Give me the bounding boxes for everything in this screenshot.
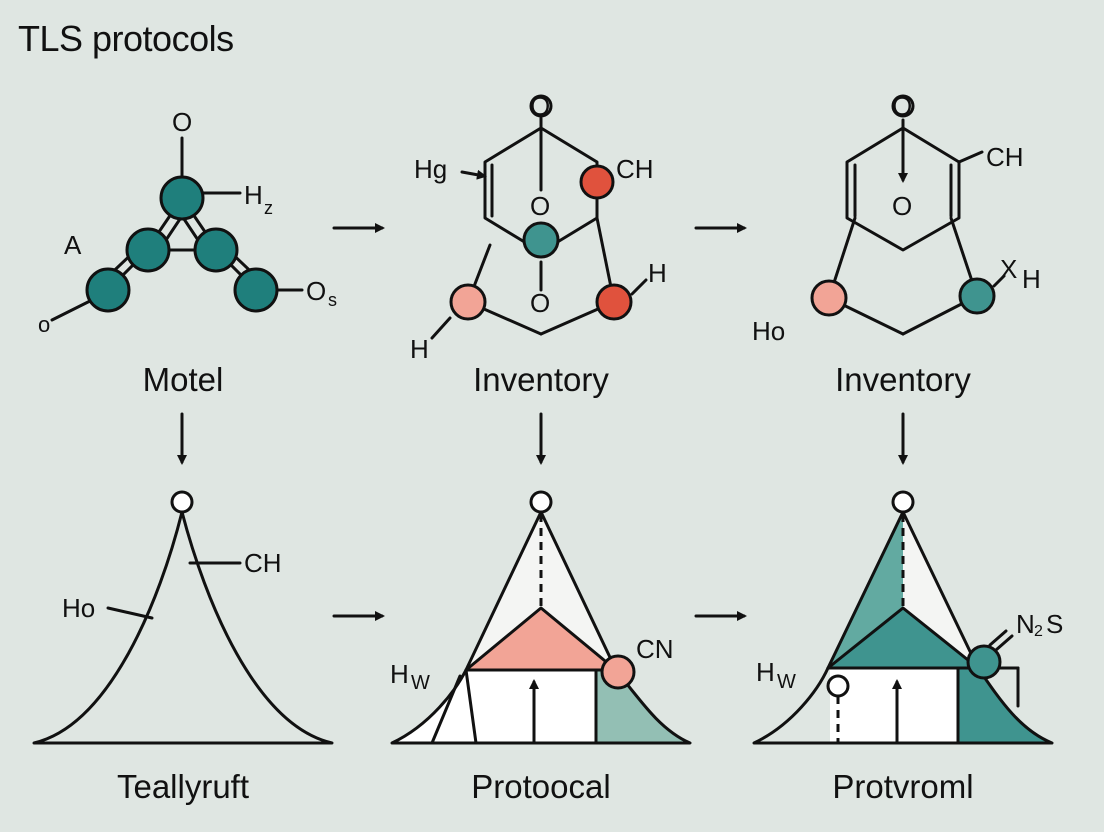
page-title: TLS protocols [18,18,234,59]
bond-line [106,606,154,620]
panel-caption-inventory-2: Inventory [835,361,971,398]
atom-node [449,283,487,321]
atom-label: Ho [752,316,785,346]
arrow-right [460,169,487,180]
atom-node [233,267,279,313]
atom-label: O [530,288,550,318]
atom-node [966,644,1002,680]
atom-label-subscript: W [777,671,796,693]
atom-label: S [1046,609,1063,639]
atom-node [522,221,560,259]
atom-node [125,227,171,273]
panel-top-left-molecule: O H z A o O s [38,107,337,337]
atom-label: O [892,191,912,221]
bond-line [50,298,94,322]
atom-node [529,94,553,118]
panel-bottom-left-peak: CH Ho [32,490,334,745]
atom-node [891,490,915,514]
bond-line [957,150,984,164]
bond-line [430,674,462,745]
peak-curve [390,510,692,745]
atom-label: CH [244,548,282,578]
atom-label: O [306,276,326,306]
atom-node [529,490,553,514]
atom-label: H [648,258,667,288]
panel-bottom-middle-peak: H W CN [390,490,692,745]
panel-caption-protvroml: Protvroml [832,768,973,805]
atom-label-subscript: s [328,290,337,310]
shaded-region [392,670,475,743]
atom-node [810,279,848,317]
atom-label: O [530,91,550,121]
shaded-region [830,668,958,743]
panel-caption-motel: Motel [143,361,224,398]
atom-node [826,674,850,698]
panel-bottom-right-peak: H W N 2 S [752,490,1063,745]
atom-node [595,283,633,321]
atom-label-subscript: H [1022,264,1041,294]
atom-label: Ho [62,593,95,623]
atom-label: O [530,191,550,221]
atom-label: Hg [414,154,447,184]
atom-label: A [64,230,82,260]
atom-node [891,94,915,118]
atom-node [85,267,131,313]
atom-label-subscript: W [411,672,430,694]
atom-label: H [244,180,263,210]
shaded-region [466,670,596,743]
atom-label: H [410,334,429,364]
atom-node [193,227,239,273]
atom-label: O [172,107,192,137]
bond-line [988,629,1008,647]
atom-label-subscript: 2 [1034,623,1043,640]
panel-caption-inventory-1: Inventory [473,361,609,398]
peak-curve [32,510,334,745]
atom-label: CH [986,142,1024,172]
atom-label: X [1000,254,1017,284]
atom-label-subscript: z [264,198,273,218]
atom-label: N [1016,609,1035,639]
bond-line [630,278,648,296]
panel-caption-teallyruft: Teallyruft [117,768,249,805]
panel-top-middle-molecule: O Hg CH O O H H [410,91,667,364]
atom-node [170,490,194,514]
atom-node [579,164,615,200]
atom-node [600,654,636,690]
bond-line [994,634,1014,652]
atom-label: o [38,312,50,337]
atom-label: H [390,659,409,689]
atom-node [958,277,996,315]
atom-label: O [892,91,912,121]
atom-label: CN [636,634,674,664]
bond-line [430,316,452,340]
atom-label: H [756,657,775,687]
panel-caption-protoocal: Protoocal [471,768,610,805]
atom-node [159,175,205,221]
bond-line [464,668,478,745]
panel-top-right-molecule: O CH O X H Ho [752,91,1041,346]
atom-label: CH [616,154,654,184]
bond-line [992,274,1006,288]
peak-curve [752,510,1054,745]
